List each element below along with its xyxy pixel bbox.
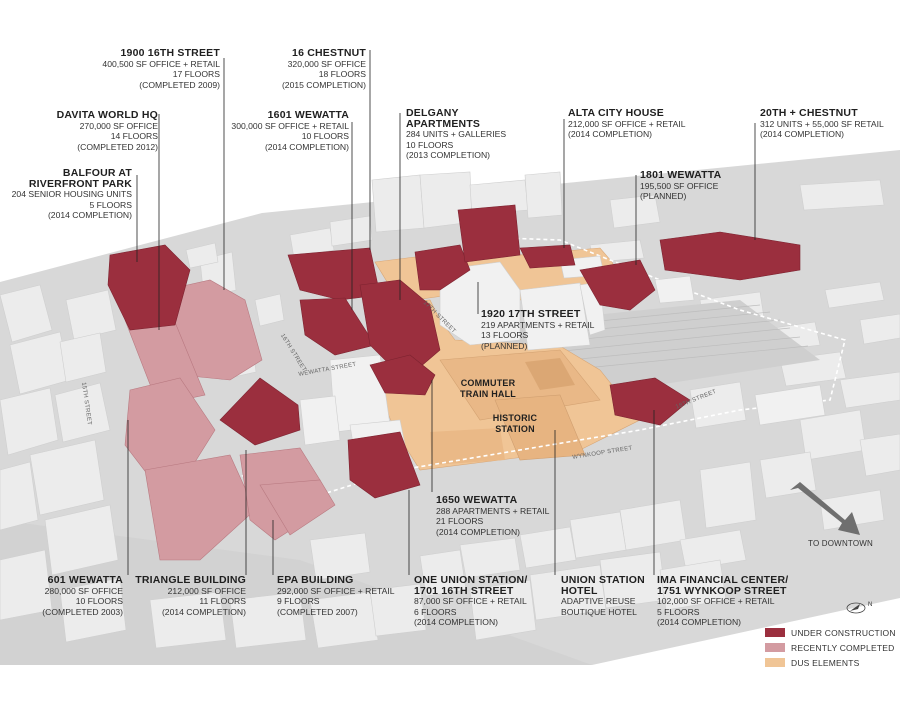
leader-lines bbox=[127, 50, 756, 575]
recently-completed-buildings bbox=[124, 279, 336, 561]
label-historic-station: HISTORIC STATION bbox=[492, 413, 538, 434]
label-1920-17th: 1920 17TH STREET 219 APARTMENTS + RETAIL… bbox=[481, 308, 595, 351]
legend-swatch-under-construction bbox=[765, 628, 785, 637]
label-balfour: BALFOUR AT RIVERFRONT PARK 204 SENIOR HO… bbox=[11, 167, 132, 220]
legend-item-recently-completed: RECENTLY COMPLETED bbox=[765, 640, 896, 655]
legend-swatch-recently-completed bbox=[765, 643, 785, 652]
label-1900-16th: 1900 16TH STREET 400,500 SF OFFICE + RET… bbox=[102, 47, 220, 90]
label-ima-financial-center: IMA FINANCIAL CENTER/ 1751 WYNKOOP STREE… bbox=[657, 574, 789, 627]
legend: UNDER CONSTRUCTION RECENTLY COMPLETED DU… bbox=[765, 625, 896, 670]
label-commuter-train-hall: COMMUTER TRAIN HALL bbox=[460, 378, 516, 399]
legend-item-dus-elements: DUS ELEMENTS bbox=[765, 655, 896, 670]
label-1650-wewatta: 1650 WEWATTA 288 APARTMENTS + RETAIL 21 … bbox=[436, 494, 550, 537]
to-downtown-label: TO DOWNTOWN bbox=[808, 539, 874, 548]
label-1601-wewatta: 1601 WEWATTA 300,000 SF OFFICE + RETAIL … bbox=[231, 109, 349, 152]
legend-item-under-construction: UNDER CONSTRUCTION bbox=[765, 625, 896, 640]
north-arrow-icon bbox=[846, 602, 866, 614]
label-delgany: DELGANY APARTMENTS 284 UNITS + GALLERIES… bbox=[406, 107, 507, 160]
label-1801-wewatta: 1801 WEWATTA 195,500 SF OFFICE (PLANNED) bbox=[640, 169, 722, 201]
context-buildings bbox=[0, 215, 373, 643]
legend-swatch-dus-elements bbox=[765, 658, 785, 667]
north-label: N bbox=[868, 602, 873, 608]
label-one-union-station: ONE UNION STATION/ 1701 16TH STREET 87,0… bbox=[414, 574, 528, 627]
label-davita: DAVITA WORLD HQ 270,000 SF OFFICE 14 FLO… bbox=[56, 109, 158, 152]
label-union-station-hotel: UNION STATION HOTEL ADAPTIVE REUSE BOUTI… bbox=[561, 574, 645, 617]
label-epa: EPA BUILDING 292,000 SF OFFICE + RETAIL … bbox=[277, 574, 395, 617]
label-alta: ALTA CITY HOUSE 212,000 SF OFFICE + RETA… bbox=[568, 107, 686, 139]
label-triangle: TRIANGLE BUILDING 212,000 SF OFFICE 11 F… bbox=[135, 574, 246, 617]
label-16-chestnut: 16 CHESTNUT 320,000 SF OFFICE 18 FLOORS … bbox=[281, 47, 366, 90]
to-downtown-arrow bbox=[790, 482, 860, 535]
label-601-wewatta: 601 WEWATTA 280,000 SF OFFICE 10 FLOORS … bbox=[42, 574, 123, 617]
under-construction-buildings bbox=[107, 204, 801, 499]
label-20th-chestnut: 20TH + CHESTNUT 312 UNITS + 55,000 SF RE… bbox=[760, 107, 884, 139]
